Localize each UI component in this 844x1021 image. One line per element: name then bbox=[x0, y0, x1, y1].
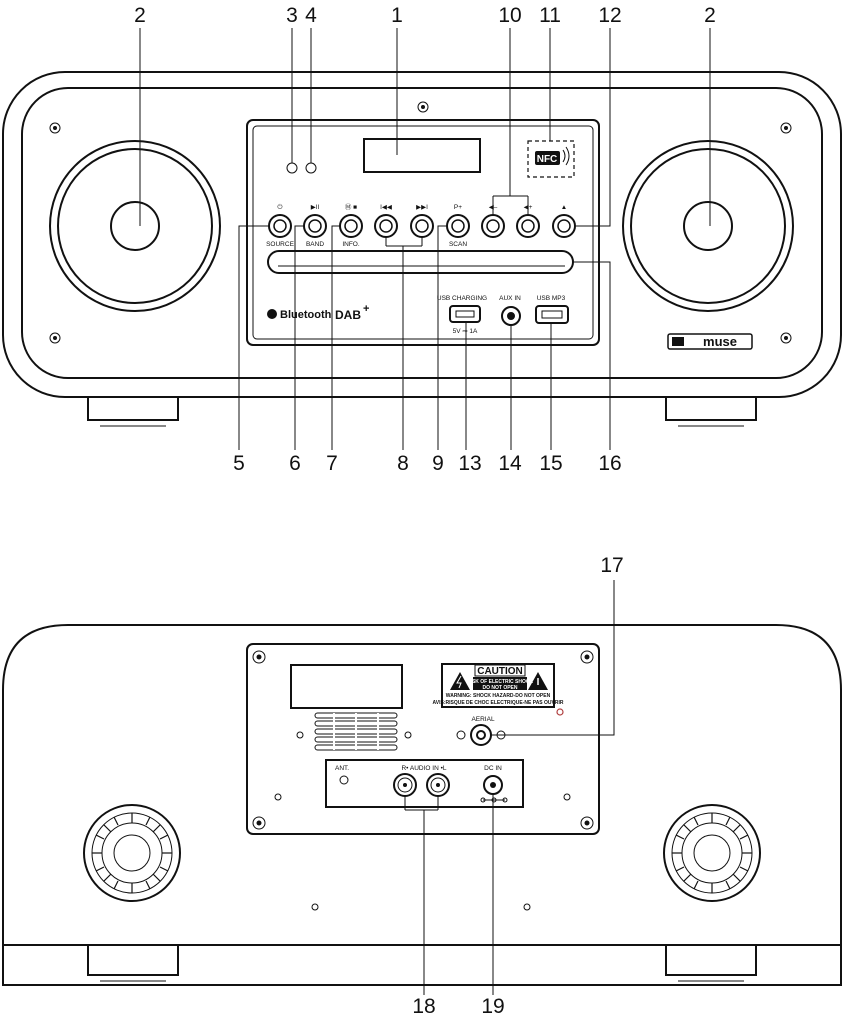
front-foot-left bbox=[87, 397, 179, 421]
callout-13: 13 bbox=[458, 452, 481, 475]
warning-line1: WARNING: SHOCK HAZARD-DO NOT OPEN bbox=[446, 693, 551, 699]
aerial-connector[interactable] bbox=[470, 724, 492, 746]
callout-18: 18 bbox=[412, 995, 435, 1018]
front-screw-icon bbox=[49, 101, 792, 344]
aux-in-label: AUX IN bbox=[499, 295, 521, 302]
callout-15: 15 bbox=[539, 452, 562, 475]
nfc-zone bbox=[527, 140, 575, 178]
ant-label: ANT. bbox=[335, 765, 349, 772]
ant-jack[interactable] bbox=[339, 775, 349, 785]
callout-3: 3 bbox=[286, 4, 298, 27]
bluetooth-logo: Bluetooth bbox=[267, 309, 332, 321]
scan-label: SCAN bbox=[449, 241, 467, 248]
previous-track-icon: I◀◀ bbox=[380, 204, 393, 211]
nfc-icon bbox=[535, 151, 560, 165]
callout-9: 9 bbox=[432, 452, 444, 475]
rear-foot-right bbox=[665, 945, 757, 976]
callout-10: 10 bbox=[498, 4, 521, 27]
callout-6: 6 bbox=[289, 452, 301, 475]
dab-logo: DAB + bbox=[335, 303, 369, 322]
led-indicator-2 bbox=[305, 162, 317, 174]
usb-charging-rating: 5V ⎓ 1A bbox=[453, 328, 478, 335]
band-label: BAND bbox=[306, 241, 324, 248]
caution-line1: RISK OF ELECTRIC SHOCK bbox=[467, 679, 534, 685]
rear-callouts: 17 18 19 bbox=[404, 554, 624, 1018]
svg-text:+: + bbox=[363, 303, 369, 315]
bass-port-right bbox=[663, 804, 761, 902]
usb-charging-port[interactable] bbox=[449, 305, 481, 323]
callout-7: 7 bbox=[326, 452, 338, 475]
rear-housing bbox=[2, 624, 842, 986]
callout-17: 17 bbox=[600, 554, 623, 577]
callout-2-right: 2 bbox=[704, 4, 716, 27]
audio-in-label: R• AUDIO IN •L bbox=[401, 765, 446, 772]
front-foot-right bbox=[665, 397, 757, 421]
callout-11: 11 bbox=[539, 4, 561, 27]
callout-14: 14 bbox=[498, 452, 522, 475]
callout-5: 5 bbox=[233, 452, 245, 475]
callout-1: 1 bbox=[391, 4, 403, 27]
control-panel bbox=[246, 119, 600, 346]
front-inner-bezel bbox=[21, 87, 823, 379]
front-outer-housing bbox=[2, 71, 842, 398]
dc-polarity-icon bbox=[480, 797, 508, 803]
svg-text:muse: muse bbox=[703, 334, 737, 349]
preset-icon: P+ bbox=[454, 204, 462, 211]
callout-2-left: 2 bbox=[134, 4, 146, 27]
front-bottom-callouts: 5 6 7 8 9 13 14 15 16 bbox=[233, 225, 622, 475]
source-label: SOURCE bbox=[266, 241, 294, 248]
eject-icon: ▲ bbox=[561, 204, 567, 211]
power-symbol-icon: ⏻ bbox=[277, 204, 282, 211]
usb-charging-label: USB CHARGING bbox=[437, 295, 487, 302]
lcd-display bbox=[363, 138, 481, 173]
usb-mp3-port[interactable] bbox=[535, 305, 569, 324]
callout-8: 8 bbox=[397, 452, 409, 475]
caution-title: CAUTION bbox=[477, 666, 523, 677]
nfc-text: NFC bbox=[537, 154, 558, 165]
dc-in-label: DC IN bbox=[484, 765, 502, 772]
caution-line2: DO NOT OPEN bbox=[482, 685, 517, 691]
usb-mp3-label: USB MP3 bbox=[537, 295, 566, 302]
led-indicator-1 bbox=[286, 162, 298, 174]
vent-slots bbox=[296, 712, 412, 751]
warning-line2: AVIS:RISQUE DE CHOC ELECTRIQUE-NE PAS OU… bbox=[433, 700, 564, 706]
speaker-left bbox=[49, 140, 221, 312]
play-pause-icon: ▶II bbox=[311, 204, 320, 211]
svg-text:Bluetooth: Bluetooth bbox=[280, 309, 332, 321]
rear-foot-left bbox=[87, 945, 179, 976]
cd-slot bbox=[267, 250, 574, 274]
bass-port-left bbox=[83, 804, 181, 902]
mode-stop-icon: Ⓜ ■ bbox=[345, 203, 357, 211]
aerial-label: AERIAL bbox=[471, 716, 495, 723]
next-track-icon: ▶▶I bbox=[416, 204, 428, 211]
callout-12: 12 bbox=[598, 4, 621, 27]
svg-text:DAB: DAB bbox=[335, 308, 361, 322]
speaker-right bbox=[622, 140, 794, 312]
front-view: NFC ⏻ ▶II Ⓜ ■ I◀◀ ▶▶I P+ ◀– ◀+ ▲ bbox=[2, 71, 842, 427]
callout-16: 16 bbox=[598, 452, 621, 475]
rear-panel-screw-icon bbox=[252, 650, 594, 830]
status-led bbox=[556, 708, 564, 716]
info-label: INFO. bbox=[342, 241, 360, 248]
rear-panel bbox=[246, 643, 600, 835]
callout-4: 4 bbox=[305, 4, 317, 27]
callout-19: 19 bbox=[481, 995, 504, 1018]
muse-logo: muse bbox=[667, 333, 753, 350]
connector-subpanel bbox=[325, 759, 524, 808]
caution-label: CAUTION RISK OF ELECTRIC SHOCK DO NOT OP… bbox=[433, 663, 564, 708]
front-top-callouts: 2 3 4 1 10 11 12 2 bbox=[134, 4, 716, 227]
rear-view: CAUTION RISK OF ELECTRIC SHOCK DO NOT OP… bbox=[2, 624, 842, 986]
rear-label-area bbox=[290, 664, 403, 709]
